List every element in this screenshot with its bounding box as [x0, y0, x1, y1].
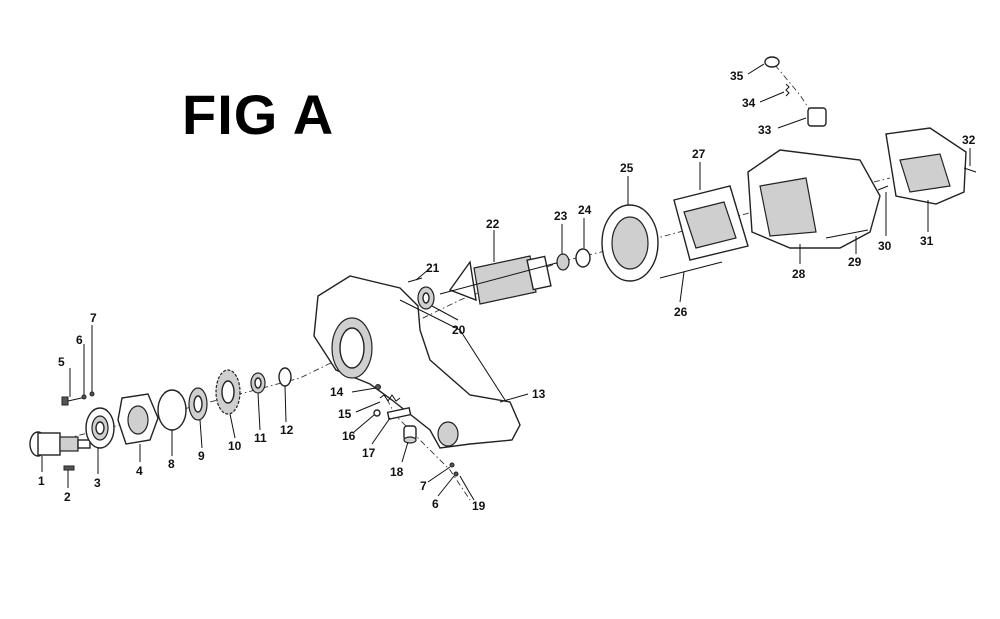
label-part-24: 24: [578, 203, 592, 217]
label-part-12: 12: [280, 423, 294, 437]
part-35-cap: [764, 56, 780, 68]
part-16-clip: [373, 409, 381, 417]
label-part-19: 19: [472, 499, 486, 513]
figure-title: FIG A: [182, 83, 335, 146]
label-part-28: 28: [792, 267, 806, 281]
part-17-plate: [386, 406, 412, 421]
part-7-washer: [89, 391, 95, 397]
part-29-screw: [825, 229, 869, 239]
label-part-32: 32: [962, 133, 976, 147]
label-part-14: 14: [330, 385, 344, 399]
label-part-35: 35: [730, 69, 744, 83]
leader-lines: [41, 63, 971, 501]
part-labels: 1 2 3 4 5 6 7 8 9 10 11 12 13 14 15 16 1…: [38, 69, 976, 513]
label-part-7-lower: 7: [420, 479, 427, 493]
part-4-plate: [117, 393, 159, 445]
part-10-gear: [215, 369, 241, 415]
label-part-6-lower: 6: [432, 497, 439, 511]
label-part-27: 27: [692, 147, 706, 161]
label-part-7-upper: 7: [90, 311, 97, 325]
part-14-pin: [375, 384, 381, 390]
label-part-34: 34: [742, 96, 756, 110]
part-32-screw: [963, 167, 977, 173]
label-part-1: 1: [38, 474, 45, 488]
part-19-screw: [459, 475, 469, 491]
part-13-housing: [313, 275, 521, 449]
part-27-stator: [673, 185, 749, 261]
label-part-3: 3: [94, 476, 101, 490]
part-33-switch: [807, 107, 827, 127]
label-part-4: 4: [136, 464, 143, 478]
label-part-23: 23: [554, 209, 568, 223]
part-8-gasket: [157, 389, 187, 431]
part-23-bearing: [556, 253, 570, 271]
label-part-29: 29: [848, 255, 862, 269]
label-part-10: 10: [228, 439, 242, 453]
label-part-31: 31: [920, 234, 934, 248]
label-part-21: 21: [426, 261, 440, 275]
part-12-ring: [278, 367, 292, 387]
part-25-baffle: [601, 204, 659, 282]
label-part-6-upper: 6: [76, 333, 83, 347]
part-3-bearing: [85, 407, 115, 449]
part-24-insulator: [575, 248, 591, 268]
label-part-22: 22: [486, 217, 500, 231]
part-20-bearing: [417, 286, 435, 310]
label-part-26: 26: [674, 305, 688, 319]
label-part-30: 30: [878, 239, 892, 253]
label-part-5: 5: [58, 355, 65, 369]
label-part-13: 13: [532, 387, 546, 401]
label-part-16: 16: [342, 429, 356, 443]
label-part-17: 17: [362, 446, 376, 460]
part-2-key: [63, 465, 75, 471]
part-1-spindle: [29, 431, 91, 457]
pin-axis: [374, 374, 471, 501]
part-15-spring: [379, 394, 401, 402]
label-part-9: 9: [198, 449, 205, 463]
part-6-lower-washer: [453, 471, 459, 477]
label-part-2: 2: [64, 490, 71, 504]
part-11-bearing: [250, 372, 266, 394]
part-18-button: [403, 425, 417, 444]
part-28-motor-housing: [747, 149, 881, 249]
label-part-11: 11: [254, 431, 267, 445]
label-part-25: 25: [620, 161, 634, 175]
part-21-pin: [407, 277, 423, 283]
part-30-screw: [877, 185, 889, 191]
part-31-end-cap: [885, 127, 967, 205]
part-6-washer: [81, 394, 87, 400]
label-part-8: 8: [168, 457, 175, 471]
part-9-bearing: [188, 387, 208, 421]
part-26-screw: [659, 261, 723, 279]
label-part-18: 18: [390, 465, 404, 479]
part-34-spring: [785, 83, 790, 97]
label-part-15: 15: [338, 407, 352, 421]
part-22-armature: [439, 255, 561, 305]
part-7-lower-washer: [449, 462, 455, 468]
label-part-20: 20: [452, 323, 466, 337]
label-part-33: 33: [758, 123, 772, 137]
